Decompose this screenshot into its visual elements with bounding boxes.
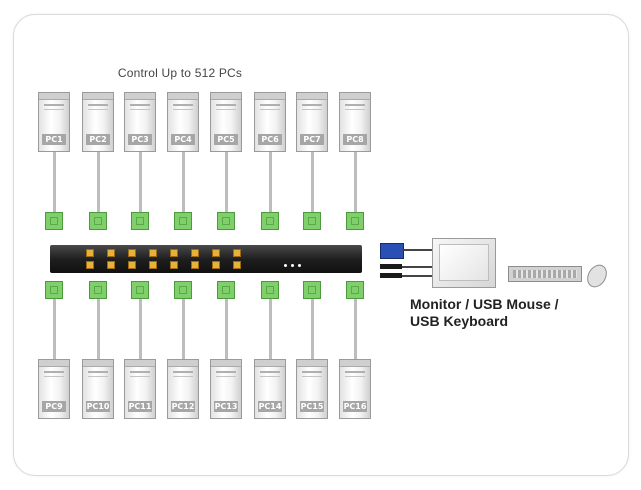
kvm-adapter-icon <box>45 281 63 299</box>
pc-label: PC3 <box>128 134 152 145</box>
pc-label: PC16 <box>343 401 367 412</box>
computer-tower-icon: PC3 <box>124 92 156 152</box>
kvm-adapter-icon <box>89 281 107 299</box>
switch-port-icon <box>86 261 94 269</box>
switch-port-icon <box>212 261 220 269</box>
monitor-icon <box>432 238 496 288</box>
pc-cable <box>311 152 314 212</box>
kvm-adapter-icon <box>217 281 235 299</box>
switch-port-icon <box>212 249 220 257</box>
pc-label: PC13 <box>214 401 238 412</box>
kvm-adapter-icon <box>89 212 107 230</box>
usb-connector-icon <box>380 264 402 269</box>
switch-port-icon <box>149 249 157 257</box>
switch-port-icon <box>170 261 178 269</box>
computer-tower-icon: PC4 <box>167 92 199 152</box>
computer-tower-icon: PC5 <box>210 92 242 152</box>
computer-tower-icon: PC16 <box>339 359 371 419</box>
diagram-title: Control Up to 512 PCs <box>117 66 243 80</box>
console-caption-line1: Monitor / USB Mouse / <box>410 296 559 312</box>
kvm-adapter-icon <box>303 281 321 299</box>
computer-tower-icon: PC12 <box>167 359 199 419</box>
pc-label: PC1 <box>42 134 66 145</box>
console-cable <box>402 275 432 277</box>
usb-connector-icon <box>380 273 402 278</box>
kvm-adapter-icon <box>131 281 149 299</box>
console-caption: Monitor / USB Mouse / USB Keyboard <box>410 296 559 330</box>
computer-tower-icon: PC8 <box>339 92 371 152</box>
pc-label: PC11 <box>128 401 152 412</box>
kvm-adapter-icon <box>45 212 63 230</box>
switch-port-icon <box>86 249 94 257</box>
computer-tower-icon: PC14 <box>254 359 286 419</box>
computer-tower-icon: PC13 <box>210 359 242 419</box>
pc-cable <box>97 299 100 359</box>
kvm-adapter-icon <box>261 281 279 299</box>
switch-port-icon <box>233 261 241 269</box>
kvm-switch-icon <box>50 245 362 273</box>
pc-cable <box>97 152 100 212</box>
status-led-icon <box>298 264 301 267</box>
pc-label: PC6 <box>258 134 282 145</box>
switch-port-icon <box>191 249 199 257</box>
pc-cable <box>139 152 142 212</box>
pc-label: PC4 <box>171 134 195 145</box>
computer-tower-icon: PC9 <box>38 359 70 419</box>
kvm-adapter-icon <box>174 281 192 299</box>
pc-label: PC8 <box>343 134 367 145</box>
pc-cable <box>182 299 185 359</box>
switch-port-icon <box>128 249 136 257</box>
console-cable <box>402 266 432 268</box>
computer-tower-icon: PC1 <box>38 92 70 152</box>
kvm-adapter-icon <box>217 212 235 230</box>
computer-tower-icon: PC6 <box>254 92 286 152</box>
pc-cable <box>225 152 228 212</box>
pc-cable <box>139 299 142 359</box>
switch-port-icon <box>149 261 157 269</box>
console-cable <box>402 249 432 251</box>
kvm-adapter-icon <box>261 212 279 230</box>
kvm-adapter-icon <box>346 281 364 299</box>
switch-port-icon <box>107 261 115 269</box>
pc-label: PC12 <box>171 401 195 412</box>
kvm-adapter-icon <box>174 212 192 230</box>
pc-cable <box>269 299 272 359</box>
kvm-adapter-icon <box>346 212 364 230</box>
vga-connector-icon <box>380 243 404 259</box>
pc-cable <box>269 152 272 212</box>
pc-cable <box>53 152 56 212</box>
switch-port-icon <box>191 261 199 269</box>
switch-port-icon <box>128 261 136 269</box>
computer-tower-icon: PC11 <box>124 359 156 419</box>
pc-label: PC10 <box>86 401 110 412</box>
pc-label: PC14 <box>258 401 282 412</box>
switch-port-icon <box>107 249 115 257</box>
pc-cable <box>354 152 357 212</box>
pc-cable <box>53 299 56 359</box>
switch-port-icon <box>233 249 241 257</box>
kvm-adapter-icon <box>131 212 149 230</box>
computer-tower-icon: PC7 <box>296 92 328 152</box>
computer-tower-icon: PC2 <box>82 92 114 152</box>
computer-tower-icon: PC15 <box>296 359 328 419</box>
console-caption-line2: USB Keyboard <box>410 313 509 329</box>
pc-label: PC7 <box>300 134 324 145</box>
pc-label: PC2 <box>86 134 110 145</box>
pc-label: PC9 <box>42 401 66 412</box>
switch-port-icon <box>170 249 178 257</box>
kvm-adapter-icon <box>303 212 321 230</box>
pc-label: PC5 <box>214 134 238 145</box>
pc-cable <box>225 299 228 359</box>
pc-cable <box>182 152 185 212</box>
pc-cable <box>311 299 314 359</box>
computer-tower-icon: PC10 <box>82 359 114 419</box>
pc-cable <box>354 299 357 359</box>
status-led-icon <box>284 264 287 267</box>
status-led-icon <box>291 264 294 267</box>
pc-label: PC15 <box>300 401 324 412</box>
keyboard-icon <box>508 266 582 282</box>
